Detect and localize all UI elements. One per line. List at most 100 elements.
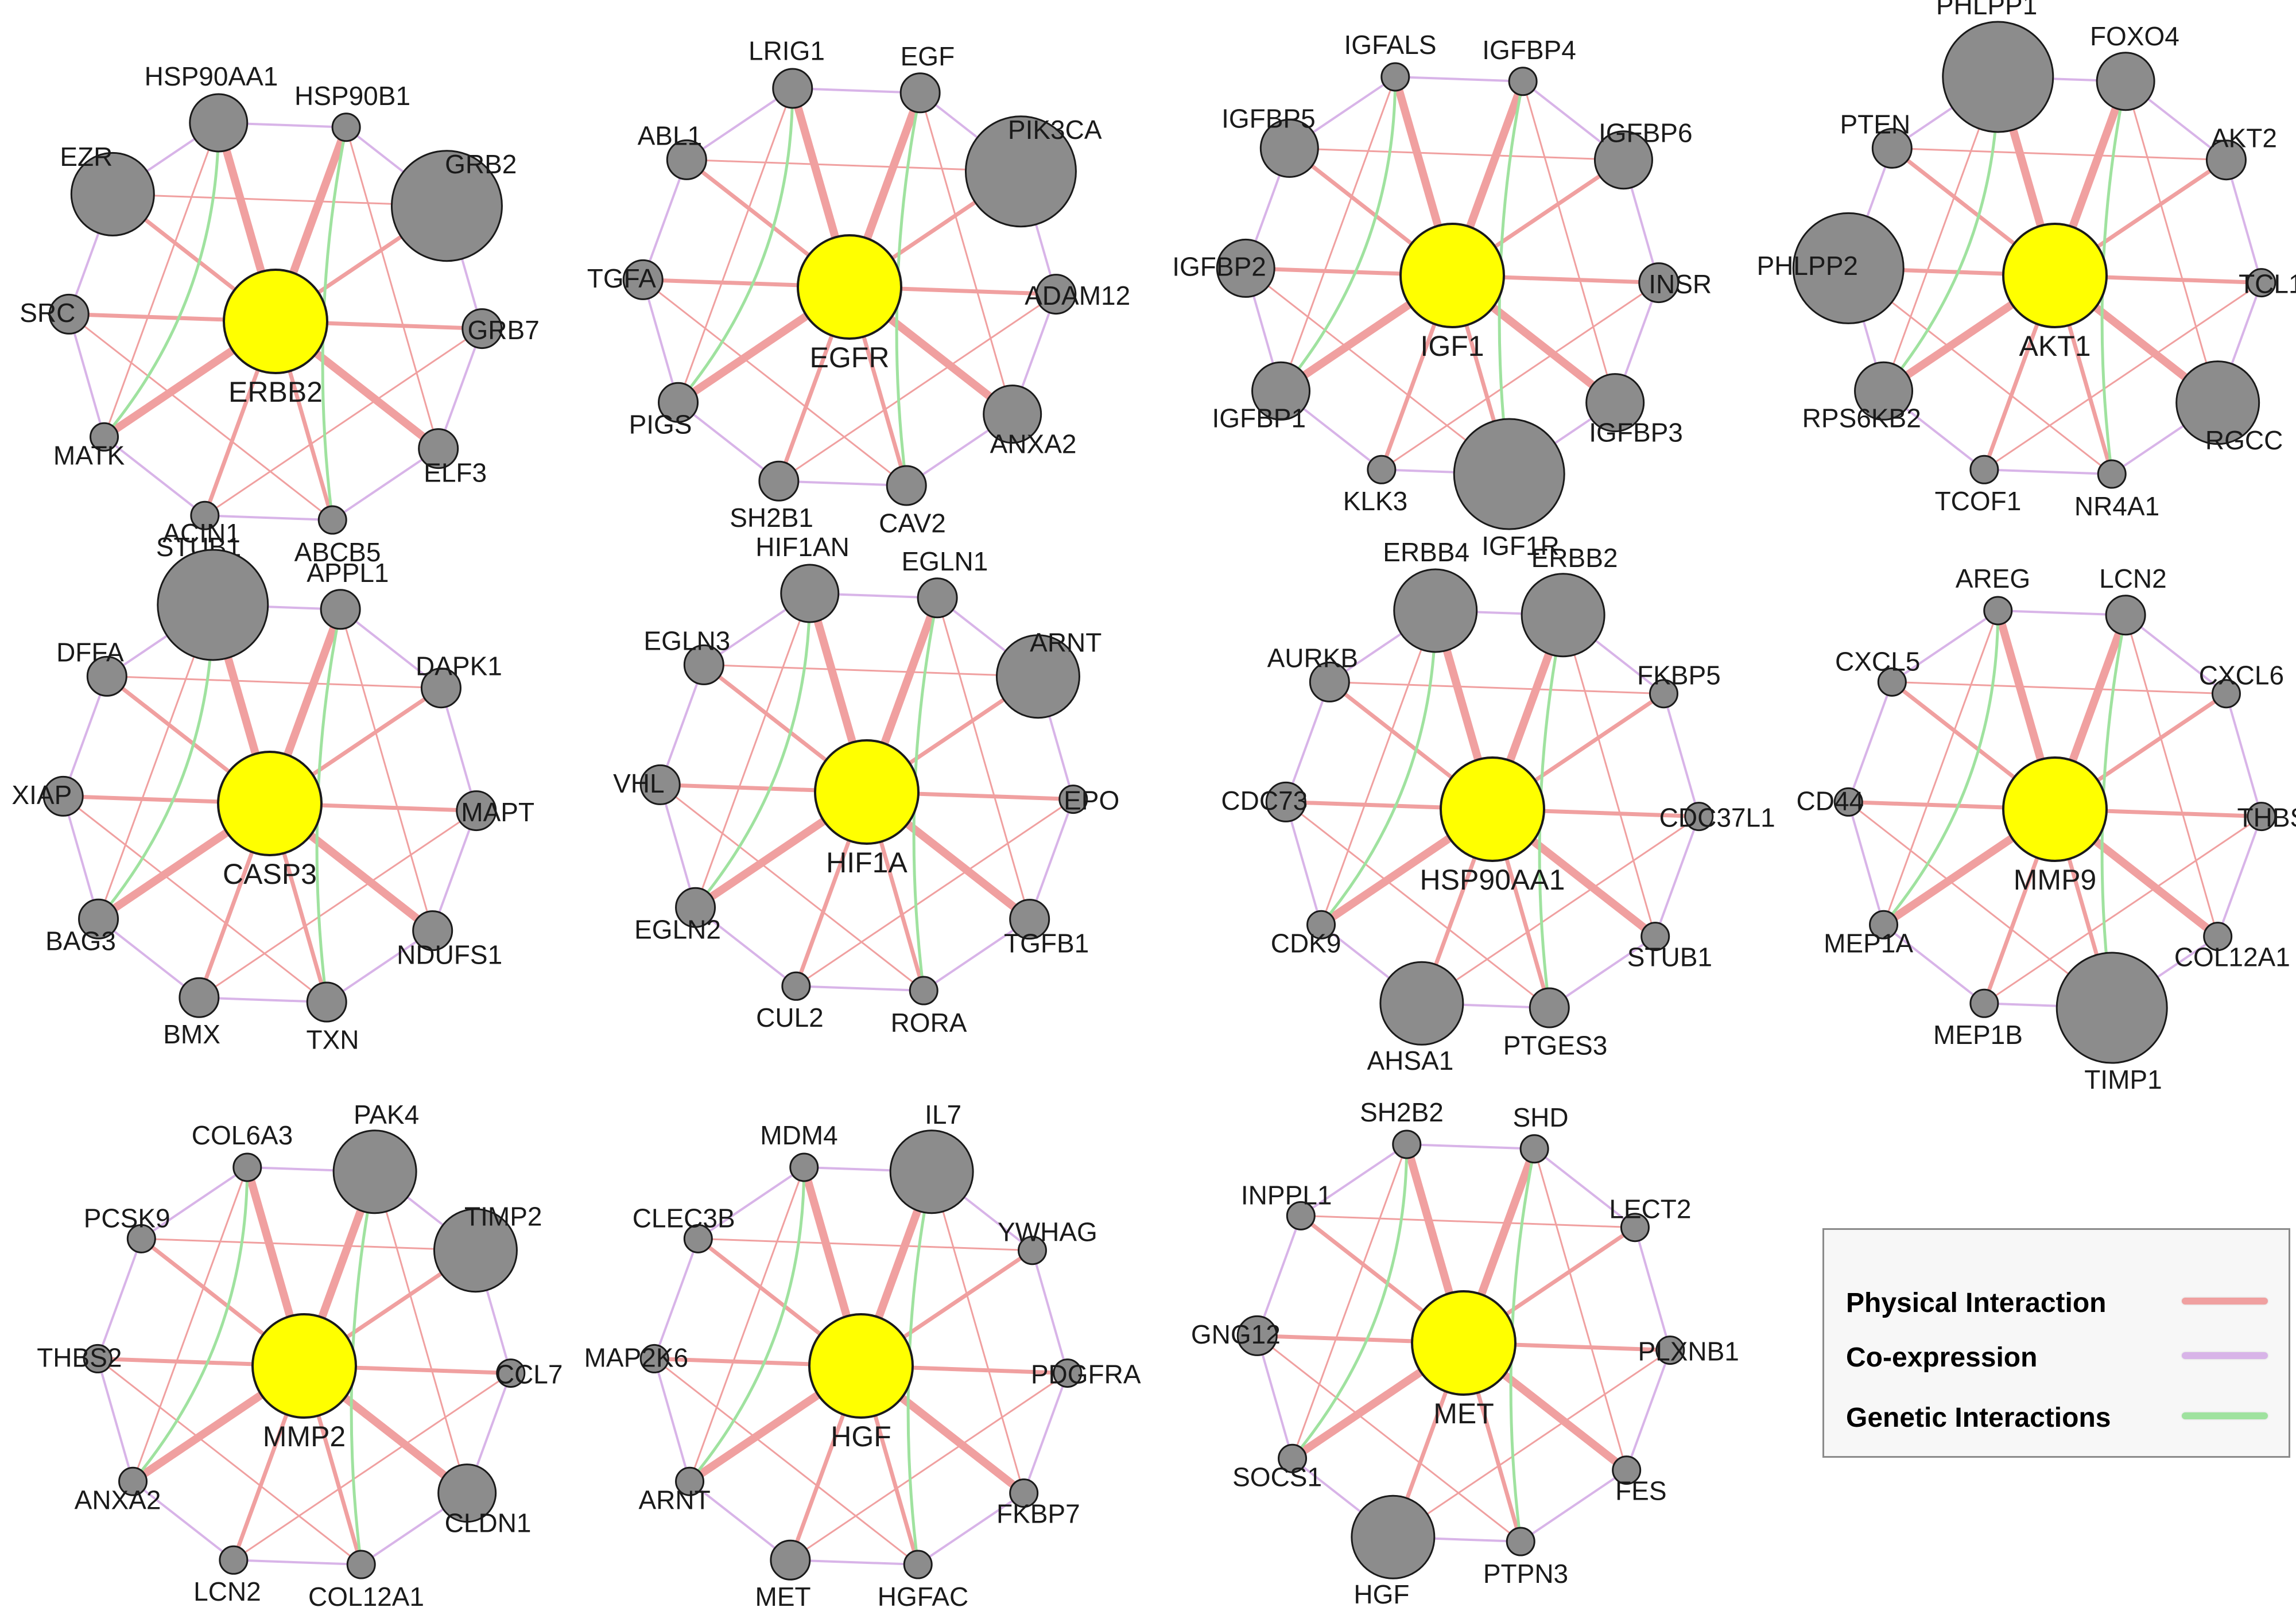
edge-coexpression [796, 985, 924, 992]
edge-physical [642, 279, 907, 487]
edge-coexpression [653, 1358, 691, 1482]
gene-label-acin1: ACIN1 [162, 518, 240, 548]
gene-label-egln3: EGLN3 [643, 626, 730, 655]
gene-node-pak4 [332, 1129, 417, 1214]
edge-genetic [131, 1167, 249, 1482]
gene-label-cav2: CAV2 [879, 508, 946, 538]
gene-label-lect2: LECT2 [1609, 1194, 1691, 1224]
hub-label-hsp90aa1: HSP90AA1 [1420, 864, 1565, 896]
legend-swatch-genetic [2182, 1412, 2268, 1419]
gene-node-arnt [995, 634, 1080, 719]
gene-label-adam12: ADAM12 [1025, 281, 1130, 310]
gene-label-gng12: GNG12 [1191, 1319, 1281, 1349]
hub-node-hgf [808, 1313, 914, 1419]
hub-node-erbb2 [223, 269, 328, 374]
edge-coexpression [96, 1238, 143, 1360]
edge-physical [103, 122, 220, 437]
legend-item-genetic: Genetic Interactions [1846, 1396, 2271, 1437]
gene-node-txn [306, 981, 347, 1023]
edge-coexpression [2225, 160, 2263, 284]
edge-coexpression [1285, 801, 1322, 925]
gene-node-matk [90, 422, 119, 452]
hub-node-hsp90aa1 [1440, 756, 1545, 862]
edge-coexpression [2225, 693, 2263, 817]
gene-node-sh2b1 [758, 460, 800, 502]
gene-label-mapt: MAPT [461, 797, 534, 827]
gene-label-anxa2: ANXA2 [75, 1485, 161, 1515]
gene-label-mep1b: MEP1B [1933, 1020, 2023, 1050]
edge-physical [936, 597, 1031, 920]
legend-swatch-coexpression [2182, 1352, 2268, 1359]
gene-node-bag3 [78, 898, 119, 940]
edge-coexpression [199, 996, 327, 1004]
gene-label-dapk1: DAPK1 [416, 651, 502, 681]
gene-label-insr: INSR [1649, 269, 1712, 299]
gene-node-anxa2 [118, 1466, 148, 1496]
gene-node-cdc37l1 [1684, 802, 1714, 832]
gene-label-pdgfra: PDGFRA [1031, 1360, 1141, 1389]
gene-label-grb2: GRB2 [445, 149, 517, 179]
gene-node-phlpp2 [1792, 212, 1905, 324]
edge-coexpression [1654, 816, 1700, 937]
edge-genetic [694, 593, 812, 909]
edge-physical [1892, 681, 2227, 695]
gene-node-pigs [658, 382, 699, 423]
gene-node-epo [1058, 785, 1088, 814]
gene-node-hif1an [780, 564, 840, 623]
edge-physical [1289, 147, 1624, 161]
gene-node-igfbp2 [1216, 238, 1275, 298]
gene-node-cav2 [886, 465, 927, 506]
gene-label-tgfa: TGFA [587, 263, 656, 293]
gene-label-abcb5: ABCB5 [294, 537, 381, 567]
gene-label-col12a1: COL12A1 [2174, 942, 2290, 972]
gene-node-mep1a [1869, 910, 1899, 940]
gene-node-erbb4 [1393, 568, 1478, 653]
edge-physical [919, 92, 1014, 415]
gene-label-hsp90aa1: HSP90AA1 [145, 61, 278, 91]
gene-node-cdk9 [1306, 910, 1336, 940]
gene-node-tgfa [622, 259, 664, 300]
edge-coexpression [659, 664, 705, 786]
edge-coexpression [659, 784, 697, 908]
hub-node-hif1a [814, 739, 920, 845]
edge-coexpression [68, 313, 106, 437]
edge-coexpression [1998, 609, 2126, 616]
edge-coexpression [1533, 1148, 1636, 1229]
gene-label-cdk9: CDK9 [1271, 929, 1341, 958]
gene-label-col6a3: COL6A3 [192, 1120, 293, 1150]
nodes-layer: HSP90B1GRB2GRB7ELF3ABCB5STUB1MATKSRCEZRH… [11, 0, 2296, 1612]
edge-physical [778, 293, 1057, 482]
gene-node-cxcl6 [2211, 679, 2241, 709]
edge-coexpression [697, 1166, 805, 1240]
edge-coexpression [437, 328, 483, 449]
gene-node-appl1 [320, 589, 361, 630]
gene-label-lcn2: LCN2 [2099, 564, 2167, 593]
gene-node-lect2 [1620, 1213, 1650, 1243]
gene-node-map2k6 [639, 1344, 669, 1373]
edge-coexpression [98, 918, 200, 999]
gene-node-mdm4 [789, 1152, 819, 1182]
legend-item-physical: Physical Interaction [1846, 1282, 2271, 1322]
gene-node-igfbp5 [1259, 118, 1319, 178]
edge-physical [1280, 76, 1397, 391]
gene-label-thbs2: THBS2 [2237, 803, 2296, 833]
gene-node-lcn2 [219, 1545, 249, 1575]
gene-label-ezr: EZR [60, 142, 113, 172]
gene-label-col12a1: COL12A1 [308, 1582, 424, 1612]
edge-physical [1892, 147, 2227, 161]
edge-coexpression [792, 87, 921, 94]
hub-label-hgf: HGF [831, 1420, 891, 1453]
gene-node-tcof1 [1969, 455, 1999, 484]
gene-label-ahsa1: AHSA1 [1367, 1046, 1454, 1076]
legend-label-physical: Physical Interaction [1846, 1288, 2107, 1318]
edge-physical [796, 798, 1074, 987]
gene-node-ptges3 [1529, 987, 1570, 1028]
gene-node-vhl [639, 764, 681, 805]
gene-label-rps6kb2: RPS6KB2 [1802, 403, 1921, 433]
edge-physical [704, 663, 1038, 678]
edge-physical [1984, 816, 2262, 1004]
edge-coexpression [1031, 1250, 1069, 1374]
gene-label-pigs: PIGS [629, 409, 692, 439]
legend-swatch-physical [2182, 1298, 2268, 1305]
gene-node-dffa [86, 655, 127, 697]
